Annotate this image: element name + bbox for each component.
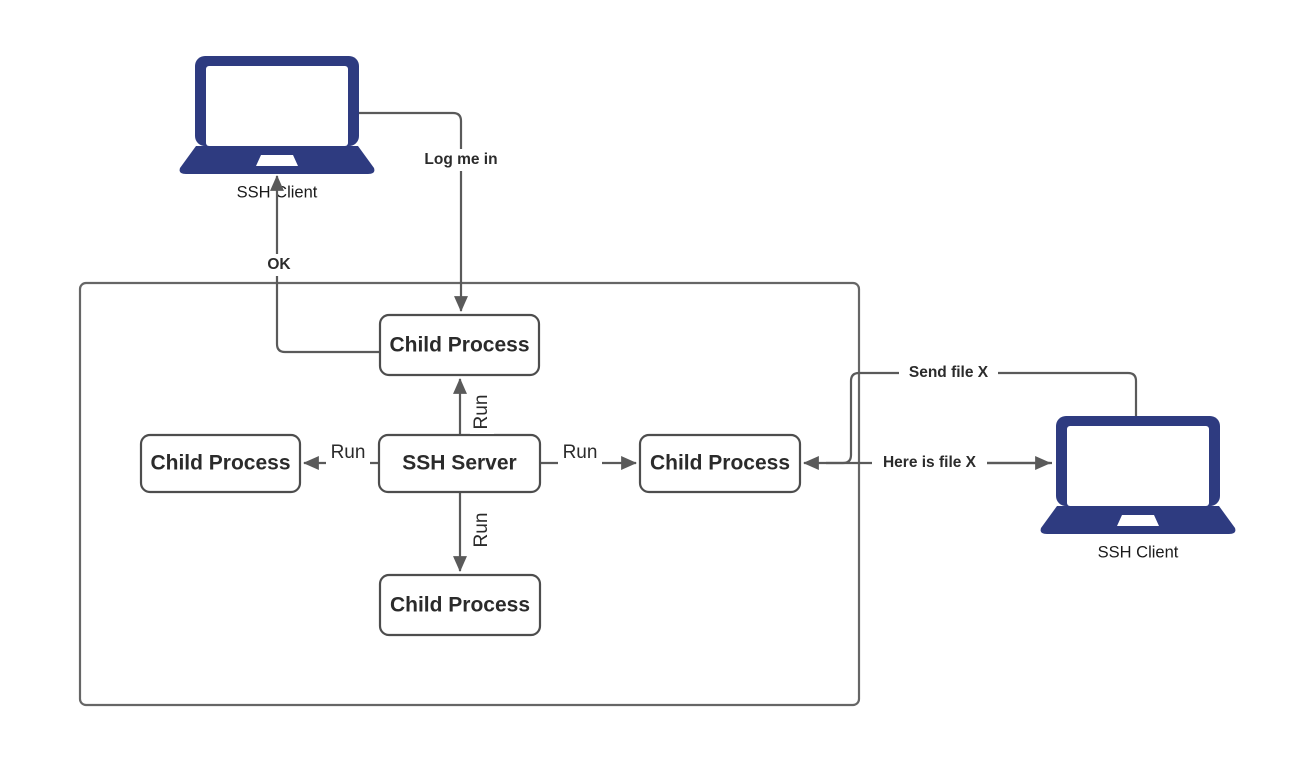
edge-label-run-up: Run — [471, 395, 492, 430]
edge-label-ok: OK — [267, 256, 291, 273]
node-child-process-right[interactable]: Child Process — [638, 433, 802, 494]
node-label: SSH Server — [402, 452, 516, 475]
edge-log-me-in — [359, 111, 468, 312]
ssh-client-right[interactable]: SSH Client — [1040, 416, 1236, 561]
laptop-icon — [179, 56, 375, 174]
node-label: Child Process — [150, 452, 290, 475]
node-child-process-bottom[interactable]: Child Process — [378, 573, 542, 637]
edge-label-here-is-file-x: Here is file X — [883, 454, 977, 471]
ssh-client-top[interactable]: SSH Client — [179, 56, 375, 201]
ssh-client-right-label: SSH Client — [1098, 543, 1179, 561]
edge-send-file-x — [826, 371, 1138, 465]
node-child-process-top[interactable]: Child Process — [378, 313, 541, 377]
node-child-process-left[interactable]: Child Process — [139, 433, 302, 494]
ssh-server-boundary — [78, 281, 861, 707]
node-ssh-server[interactable]: SSH Server — [377, 433, 542, 494]
edge-label-send-file-x: Send file X — [909, 364, 989, 381]
node-label: Child Process — [389, 334, 529, 357]
node-label: Child Process — [650, 452, 790, 475]
edge-label-run-right: Run — [563, 442, 598, 463]
edge-ok — [270, 175, 380, 354]
laptop-icon — [1040, 416, 1236, 534]
edge-label-run-left: Run — [331, 442, 366, 463]
node-label: Child Process — [390, 594, 530, 617]
edge-label-log-me-in: Log me in — [424, 151, 497, 168]
edge-label-run-down: Run — [471, 513, 492, 548]
